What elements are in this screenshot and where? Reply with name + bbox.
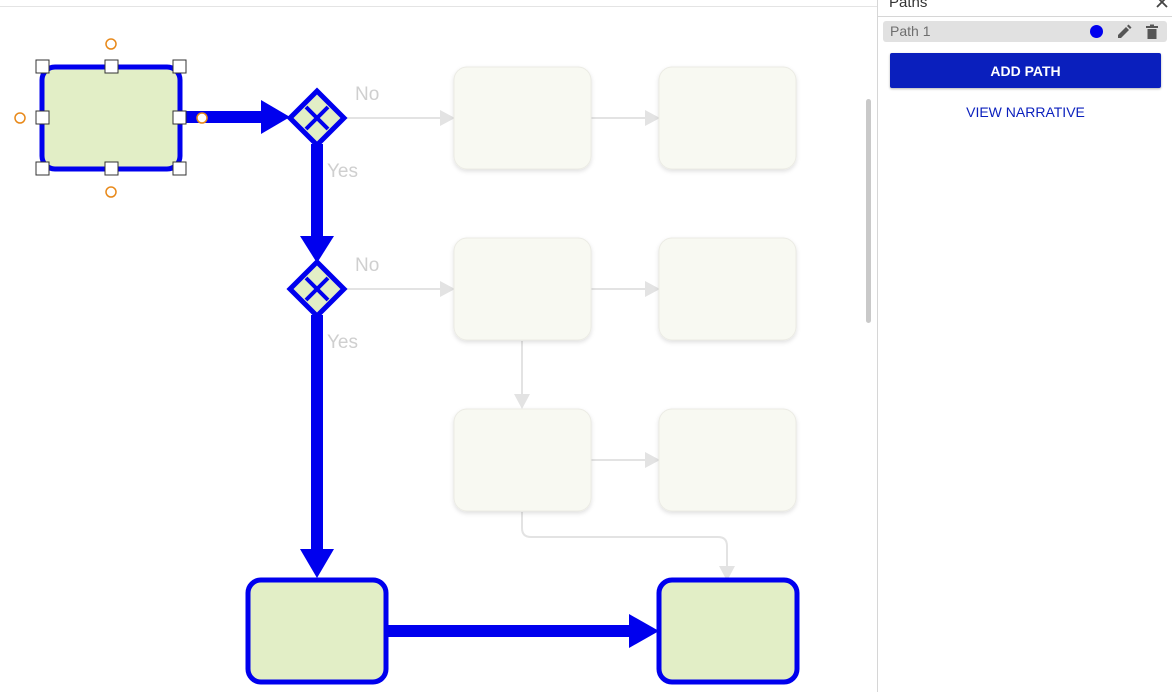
- panel-title: Paths: [889, 0, 928, 11]
- path-color-swatch[interactable]: [1090, 25, 1103, 38]
- path-connector-d1-d2[interactable]: [311, 144, 323, 238]
- connector-r5-r8[interactable]: [521, 512, 728, 566]
- arrowhead: [645, 452, 660, 468]
- resize-handle-bottom-left[interactable]: [35, 161, 50, 176]
- path-connector-bottom-right[interactable]: [385, 625, 631, 637]
- panel-divider: [878, 16, 1172, 17]
- path-process-box[interactable]: [245, 577, 389, 685]
- start-process-box[interactable]: [39, 64, 183, 172]
- path-process-box[interactable]: [656, 577, 800, 685]
- process-box-inactive[interactable]: [453, 237, 592, 341]
- arrowhead: [300, 236, 334, 263]
- resize-handle-bottom[interactable]: [104, 161, 119, 176]
- edge-label-yes: Yes: [327, 161, 358, 182]
- edge-label-yes: Yes: [327, 332, 358, 353]
- process-box-inactive[interactable]: [453, 66, 592, 170]
- canvas-top-border: [0, 6, 877, 7]
- close-icon[interactable]: [1154, 0, 1170, 10]
- arrowhead: [645, 110, 660, 126]
- paths-panel: Paths Path 1 ADD PATH VIEW NARRATIVE: [877, 0, 1172, 692]
- arrowhead: [440, 281, 455, 297]
- arrowhead: [645, 281, 660, 297]
- arrowhead: [514, 394, 530, 409]
- arrowhead: [719, 566, 735, 581]
- arrowhead: [300, 549, 334, 578]
- path-name: Path 1: [890, 23, 931, 39]
- process-box-inactive[interactable]: [658, 66, 797, 170]
- arrowhead: [440, 110, 455, 126]
- process-diagram: No Yes No Yes: [14, 38, 800, 685]
- connection-point-right[interactable]: [196, 112, 208, 124]
- edge-label-no: No: [355, 84, 379, 105]
- path-list-item[interactable]: Path 1: [883, 21, 1167, 42]
- process-box-inactive[interactable]: [658, 408, 797, 512]
- resize-handle-top-left[interactable]: [35, 59, 50, 74]
- decision-gateway-1[interactable]: [286, 87, 348, 149]
- arrowhead: [261, 100, 290, 134]
- resize-handle-top-right[interactable]: [172, 59, 187, 74]
- canvas-scrollbar[interactable]: [866, 99, 871, 323]
- resize-handle-left[interactable]: [35, 110, 50, 125]
- connection-point-left[interactable]: [14, 112, 26, 124]
- decision-gateway-2[interactable]: [286, 258, 348, 320]
- diagram-canvas[interactable]: No Yes No Yes: [0, 0, 877, 692]
- resize-handle-right[interactable]: [172, 110, 187, 125]
- arrowhead: [629, 614, 659, 648]
- process-box-inactive[interactable]: [453, 408, 592, 512]
- process-box-inactive[interactable]: [658, 237, 797, 341]
- add-path-button[interactable]: ADD PATH: [890, 53, 1161, 88]
- path-connector-d2-bottom[interactable]: [311, 315, 323, 551]
- resize-handle-bottom-right[interactable]: [172, 161, 187, 176]
- connection-point-bottom[interactable]: [105, 186, 117, 198]
- trash-icon[interactable]: [1144, 23, 1160, 41]
- connection-point-top[interactable]: [105, 38, 117, 50]
- edit-icon[interactable]: [1115, 23, 1133, 41]
- resize-handle-top[interactable]: [104, 59, 119, 74]
- edge-label-no: No: [355, 255, 379, 276]
- view-narrative-link[interactable]: VIEW NARRATIVE: [966, 104, 1085, 120]
